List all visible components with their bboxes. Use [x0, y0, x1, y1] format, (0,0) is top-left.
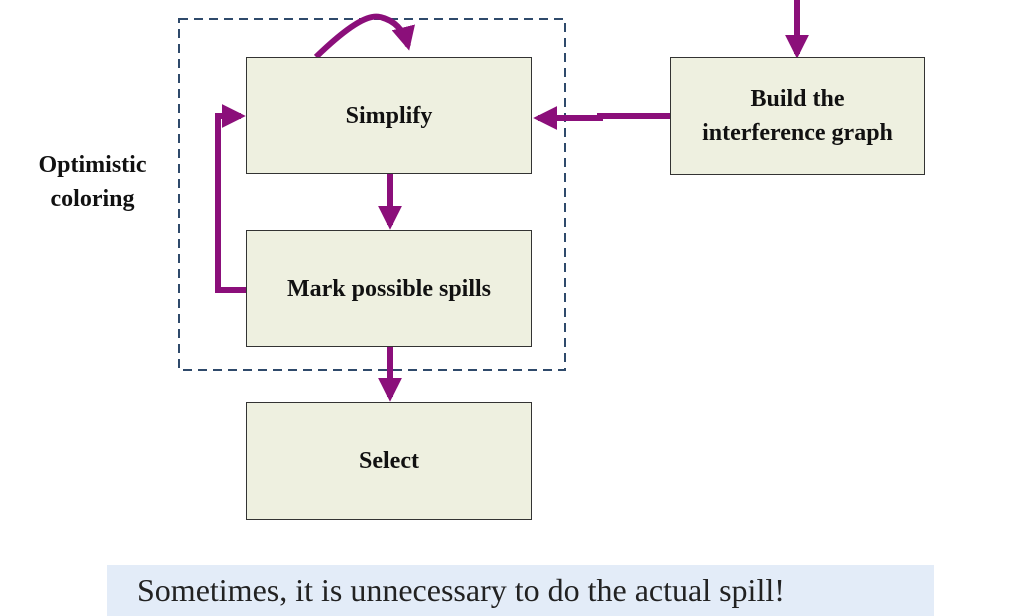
node-build-interference-graph: Build the interference graph — [670, 57, 925, 175]
node-build-graph-label-line2: interference graph — [702, 120, 893, 146]
optimistic-coloring-label-line1: Optimistic — [38, 152, 147, 178]
node-simplify-label: Simplify — [345, 102, 433, 129]
node-mark-possible-spills-label: Mark possible spills — [286, 275, 492, 302]
edge-simplify-self-loop — [313, 13, 415, 60]
node-select-label: Select — [359, 448, 419, 474]
edge-mark-spills-to-simplify — [215, 104, 246, 293]
node-select: Select — [246, 402, 532, 520]
edge-build-graph-to-simplify — [533, 106, 670, 130]
optimistic-coloring-label-line2: coloring — [50, 186, 135, 212]
node-build-graph-label-line1: Build the — [750, 86, 845, 112]
node-simplify: Simplify — [246, 57, 532, 174]
optimistic-coloring-group-border — [178, 18, 566, 371]
node-mark-possible-spills: Mark possible spills — [246, 230, 532, 347]
optimistic-coloring-label: Optimistic coloring — [20, 148, 165, 216]
note-text: Sometimes, it is unnecessary to do the a… — [137, 572, 785, 608]
note-banner: Sometimes, it is unnecessary to do the a… — [107, 565, 934, 616]
